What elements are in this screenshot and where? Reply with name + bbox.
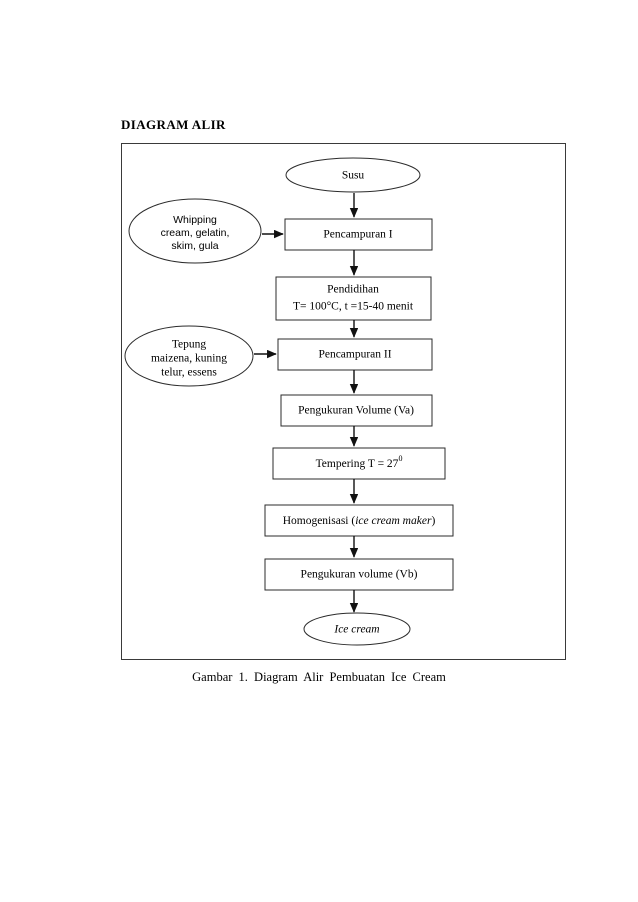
node-whipping-line1: Whipping <box>173 214 217 226</box>
node-volume-va-label: Pengukuran Volume (Va) <box>298 405 414 417</box>
flowchart-svg: Susu Whipping cream, gelatin, skim, gula… <box>124 157 454 646</box>
node-tempering[interactable]: Tempering T = 270 <box>272 447 446 480</box>
node-tepung-line1: Tepung <box>172 339 207 351</box>
page-title: DIAGRAM ALIR <box>121 117 226 132</box>
node-pengukuran-volume-vb[interactable]: Pengukuran volume (Vb) <box>264 558 454 591</box>
node-susu[interactable]: Susu <box>285 157 421 193</box>
node-whipping-line3: skim, gula <box>171 240 218 252</box>
node-whipping-line2: cream, gelatin, <box>161 227 230 239</box>
node-pendidihan[interactable]: Pendidihan T= 100°C, t =15-40 menit <box>275 276 432 321</box>
node-tempering-superscript: 0 <box>398 454 402 463</box>
node-homogenisasi[interactable]: Homogenisasi (ice cream maker) <box>264 504 454 537</box>
node-tepung-maizena[interactable]: Tepung maizena, kuning telur, essens <box>124 325 254 387</box>
node-pendidihan-line1: Pendidihan <box>327 284 379 296</box>
node-volume-vb-label: Pengukuran volume (Vb) <box>301 569 418 581</box>
node-susu-label: Susu <box>342 170 365 182</box>
node-pencampuran-1-label: Pencampuran I <box>323 229 392 241</box>
node-tempering-label: Tempering T = 270 <box>316 454 403 469</box>
node-pengukuran-volume-va[interactable]: Pengukuran Volume (Va) <box>280 394 433 427</box>
node-ice-cream-label: Ice cream <box>333 624 379 636</box>
node-whipping-cream[interactable]: Whipping cream, gelatin, skim, gula <box>128 198 262 264</box>
node-ice-cream[interactable]: Ice cream <box>303 612 411 646</box>
figure-caption: Gambar 1. Diagram Alir Pembuatan Ice Cre… <box>192 670 446 684</box>
node-tepung-line2: maizena, kuning <box>151 353 227 365</box>
node-pencampuran-1[interactable]: Pencampuran I <box>284 218 433 251</box>
node-pencampuran-2-label: Pencampuran II <box>318 349 391 361</box>
node-pencampuran-2[interactable]: Pencampuran II <box>277 338 433 371</box>
node-tepung-line3: telur, essens <box>161 367 217 379</box>
node-homogenisasi-label: Homogenisasi (ice cream maker) <box>283 515 436 527</box>
node-pendidihan-line2: T= 100°C, t =15-40 menit <box>293 301 414 313</box>
